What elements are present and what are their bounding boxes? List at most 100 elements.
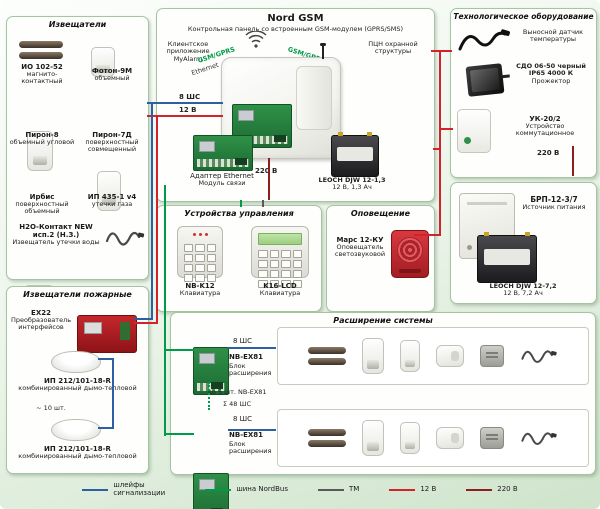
panel-expansion: Расширение системы 8 ШС NB-EX81 Блок рас… [170, 312, 596, 509]
device-label-gas: ИП 435-1 v4 утечки газа [79, 193, 145, 208]
floodlight-desc: Прожектор [531, 76, 571, 85]
legend-label: 12 В [420, 484, 437, 493]
panel-expansion-title: Расширение системы [333, 316, 433, 325]
line-fire-loop [112, 358, 114, 429]
surface-detector-icon [436, 345, 464, 367]
link-ethernet-left-label: Ethernet [190, 60, 220, 78]
detector-group-2 [277, 409, 589, 467]
device-label-io102: ИО 102-52 магнито-контактный [7, 63, 77, 86]
panel-fire-detectors: Извещатели пожарные EX22 Преобразователь… [6, 286, 149, 474]
panel-alert-title: Оповещение [350, 209, 411, 218]
device-label-k16: K16-LCD Клавиатура [243, 282, 317, 297]
device-name: Пирон-8 [25, 131, 59, 139]
line-nordbus-dotted [208, 382, 210, 410]
device-name: Фотон-9М [91, 67, 133, 75]
motion-detector-icon [97, 171, 121, 211]
legend-swatch-nordbus [205, 488, 232, 492]
device-name: K16-LCD [263, 282, 297, 290]
device-label-ip212-1: ИП 212/101-18-R комбинированный дымо-теп… [11, 377, 144, 392]
pcn-note: ПЦН охранной структуры [368, 40, 418, 56]
device-desc: Клавиатура [179, 289, 221, 298]
legend-item-12v: 12 В [389, 484, 437, 494]
panel-control-title: Устройства управления [184, 209, 294, 218]
legend-swatch-12v [389, 488, 416, 492]
panel-tech-title: Технологическое оборудование [453, 12, 594, 21]
detector-group-1 [277, 327, 589, 385]
device-name: ИП 212/101-18-R [44, 445, 111, 453]
device-desc: объемный угловой [9, 138, 75, 147]
motion-detector-icon [362, 338, 384, 374]
legend: шлейфы сигнализации шина NordBus ТМ 12 В… [0, 481, 600, 498]
device-desc: Устройство коммутационное [515, 122, 575, 138]
legend-swatch-220v [466, 488, 493, 492]
device-desc: Оповещатель светозвуковой [334, 243, 386, 259]
line-zones [147, 102, 223, 104]
shs-label: 8 ШС [179, 93, 201, 101]
line-zones-to-ex22 [134, 318, 153, 320]
client-app-note: Клиентское приложение MyAlarm [166, 40, 210, 63]
floodlight-label: СДО 06-50 черный IP65 4000 К Прожектор [509, 62, 593, 85]
magnetic-contact-icon [308, 347, 346, 365]
water-sensor-cable-icon [521, 350, 557, 363]
device-label-ip212-2: ИП 212/101-18-R комбинированный дымо-теп… [11, 445, 144, 460]
battery-label: LEOCH DJW 12-1,3 12 В, 1,3 Ач [297, 176, 407, 192]
count-note: ~ 10 шт. [36, 404, 66, 412]
panel-alert: Оповещение Марс 12-КУ Оповещатель светоз… [326, 205, 435, 312]
device-label-piron8: Пирон-8 объемный угловой [9, 131, 75, 146]
device-label-ex22: EX22 Преобразователь интерфейсов [9, 309, 73, 332]
legend-label: шина NordBus [236, 484, 288, 493]
panel-lid [296, 66, 332, 130]
legend-item-tm: ТМ [318, 484, 360, 494]
device-name: EX22 [31, 309, 51, 317]
motion-detector-icon [362, 420, 384, 456]
ethernet-adapter-icon [193, 135, 253, 171]
line-zones-vertical [151, 102, 153, 320]
floodlight-name: СДО 06-50 черный IP65 4000 К [516, 62, 586, 78]
shs-label: 8 ШС [233, 415, 253, 423]
temp-sensor-label: Выносной датчик температуры [522, 28, 584, 44]
device-desc: утечки газа [91, 200, 133, 209]
smoke-detector-icon [51, 419, 101, 441]
device-name: Марс 12-КУ [336, 236, 384, 244]
panel-detectors-title: Извещатели [48, 20, 107, 29]
gas-detector-icon [480, 345, 504, 367]
device-label-mars: Марс 12-КУ Оповещатель светозвуковой [331, 236, 389, 259]
line-nordbus-to-keypads [240, 200, 242, 207]
expansion-count-note: до 5 шт. NB-EX81 [207, 388, 267, 396]
legend-label: ТМ [349, 484, 360, 493]
motion-detector-icon [27, 131, 53, 171]
expansion-block-name: NB-EX81 [229, 431, 264, 439]
interface-converter-board-icon [77, 315, 137, 353]
device-name: Пирон-7Д [92, 131, 132, 139]
water-sensor-cable-icon [105, 231, 145, 246]
device-name: Ирбис [29, 193, 55, 201]
temperature-sensor-cable-icon [458, 29, 510, 51]
power-battery-label: LEOCH DJW 12-7,2 12 В, 7,2 Ач [459, 282, 587, 298]
adapter-label: Адаптер Ethernet Модуль связи [175, 172, 269, 187]
panel-detectors: Извещатели ИО 102-52 магнито-контактный … [6, 16, 149, 337]
panel-power-subtitle: Источник питания [522, 203, 586, 211]
tech-v220-label: 220 В [537, 149, 560, 157]
line-12v-to-uk [439, 128, 453, 130]
lcd-keypad-icon [251, 226, 309, 288]
switching-device-label: УК-20/2 Устройство коммутационное [499, 115, 591, 138]
line-zones-exp-1 [228, 347, 276, 349]
v12-label: 12 В [179, 106, 197, 114]
antenna-icon [320, 43, 326, 59]
line-220v-panel [268, 158, 270, 200]
device-name: УК-20/2 [529, 115, 561, 123]
v220-label: 220 В [255, 167, 278, 175]
device-name: ИО 102-52 [21, 63, 63, 71]
line-nordbus-branch-2 [164, 433, 194, 435]
adapter-desc: Модуль связи [198, 179, 246, 188]
control-panel-device-icon [221, 43, 341, 159]
legend-label: 220 В [497, 484, 518, 493]
gas-detector-icon [480, 427, 504, 449]
line-tm [262, 200, 264, 207]
panel-tech-equipment: Технологическое оборудование Выносной да… [450, 8, 597, 178]
line-12v-to-siren [414, 234, 441, 236]
water-sensor-cable-icon [521, 432, 557, 445]
line-12v-to-ex22 [134, 322, 158, 324]
line-fire-loop-top [98, 358, 114, 360]
